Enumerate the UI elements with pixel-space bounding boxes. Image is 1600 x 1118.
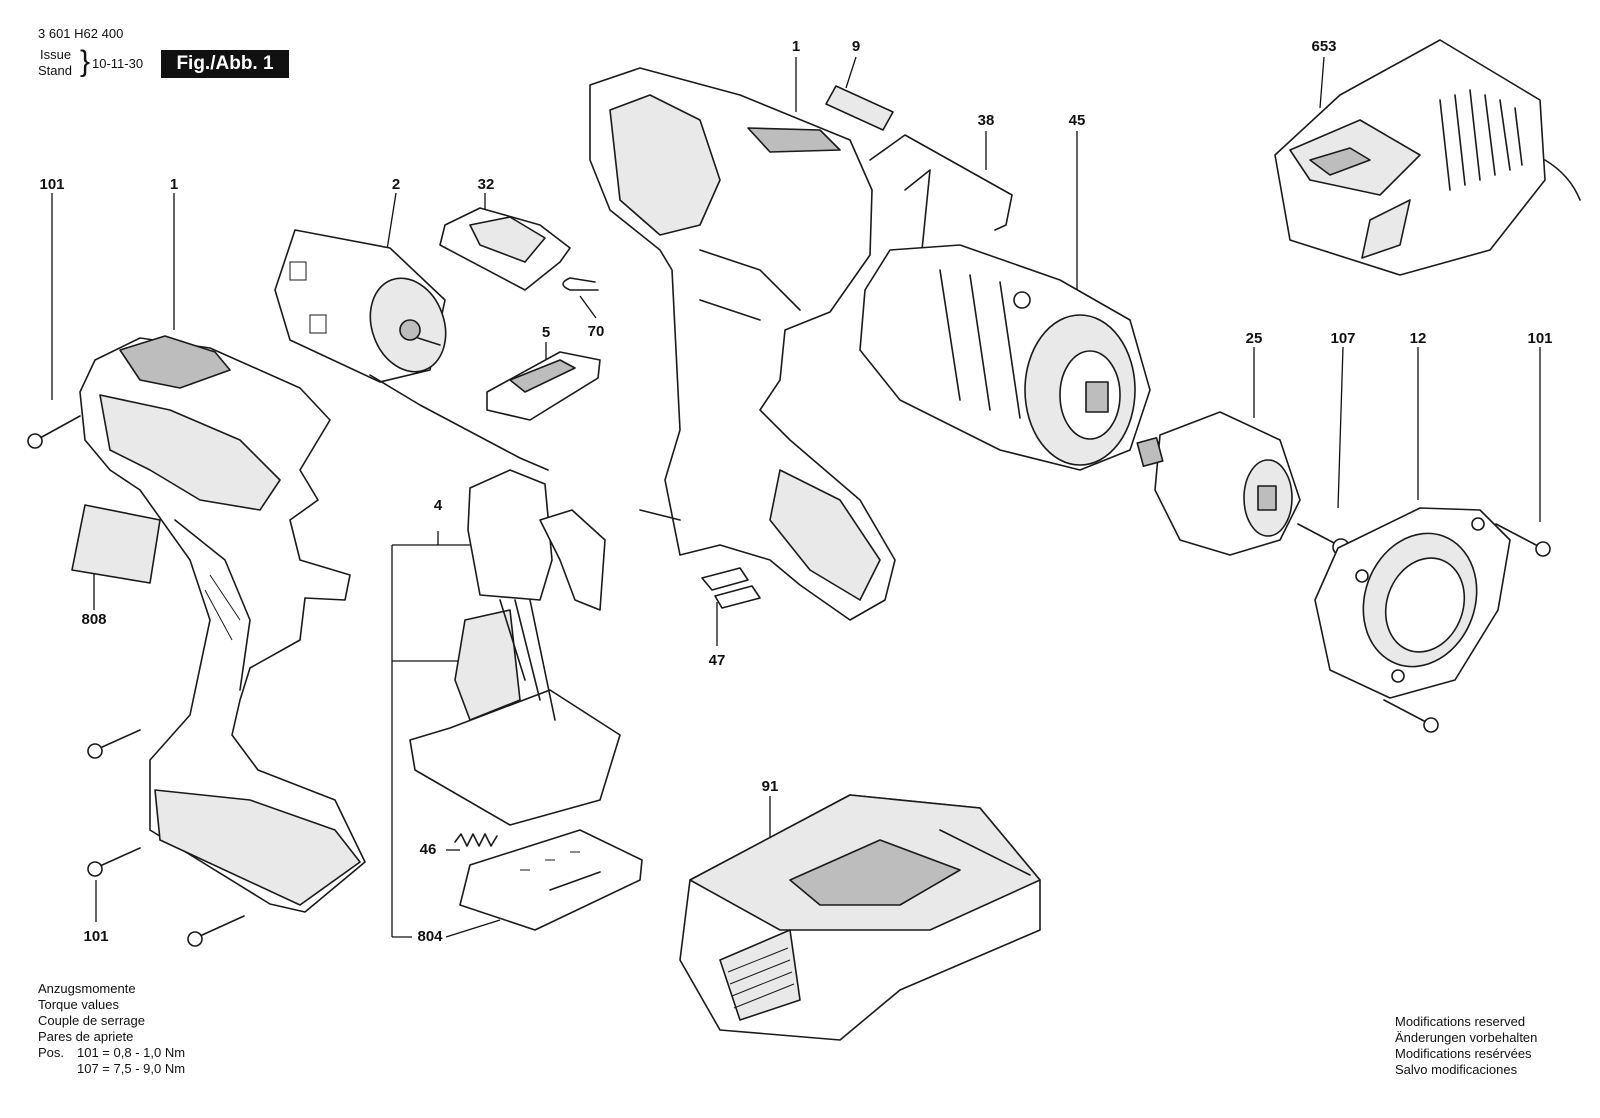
switch-cover-32 [439, 207, 571, 291]
callout-32: 32 [477, 176, 495, 193]
callout-91: 91 [761, 778, 779, 795]
label-9 [825, 85, 894, 131]
spring-clip-38 [869, 134, 1013, 231]
callout-46: 46 [419, 841, 437, 858]
spring-46 [454, 833, 498, 847]
battery-pack-91 [679, 794, 1041, 1041]
screw-101-right-bottom [1383, 699, 1439, 733]
note-fr: Modifications resérvées [1395, 1046, 1532, 1061]
callout-107: 107 [1330, 330, 1356, 347]
callout-12: 12 [1409, 330, 1427, 347]
chuck-25 [1136, 411, 1301, 556]
housing-half-left [79, 335, 366, 913]
battery-plate-804 [459, 829, 643, 931]
issue-label: Issue [40, 47, 72, 62]
clip-70 [562, 277, 599, 291]
callout-804: 804 [417, 928, 443, 945]
torque-row-101: 101 = 0,8 - 1,0 Nm [77, 1045, 186, 1060]
callout-4: 4 [433, 497, 443, 514]
stand-label: Stand [38, 63, 72, 78]
callout-1-top: 1 [791, 38, 801, 55]
screw-101-bottom-left [87, 847, 141, 877]
callout-653: 653 [1311, 38, 1337, 55]
callout-1-left: 1 [169, 176, 179, 193]
callout-5: 5 [541, 324, 551, 341]
callout-45: 45 [1068, 112, 1086, 129]
part-number: 3 601 H62 400 [38, 26, 124, 41]
screw-101-top-left [27, 415, 81, 449]
gearbox-45 [859, 244, 1151, 471]
issue-date: 10-11-30 [92, 56, 144, 71]
callout-2: 2 [391, 176, 401, 193]
pads-47 [701, 567, 761, 609]
motor-2 [274, 229, 549, 471]
ring-12 [1314, 507, 1511, 699]
housing-half-right [589, 67, 896, 621]
callout-101-right: 101 [1527, 330, 1553, 347]
callout-808: 808 [81, 611, 107, 628]
callout-70: 70 [587, 323, 605, 340]
screw-101-mid-left [87, 729, 141, 759]
note-en: Modifications reserved [1395, 1014, 1526, 1029]
brace-icon: } [80, 45, 91, 78]
screw-101-right-top [1495, 523, 1551, 557]
screw-101-bottom [187, 915, 245, 947]
torque-heading-de: Anzugsmomente [38, 981, 136, 996]
torque-row-107: 107 = 7,5 - 9,0 Nm [77, 1061, 186, 1076]
spring-clip-38-leg [904, 169, 931, 251]
torque-heading-fr: Couple de serrage [38, 1013, 145, 1028]
callout-9: 9 [851, 38, 861, 55]
torque-heading-en: Torque values [38, 997, 119, 1012]
callout-101-bottom-left: 101 [83, 928, 109, 945]
figure-label: Fig./Abb. 1 [161, 50, 289, 78]
torque-pos-label: Pos. [38, 1045, 65, 1060]
note-es: Salvo modificaciones [1395, 1062, 1518, 1077]
callout-25: 25 [1245, 330, 1263, 347]
callout-38: 38 [977, 112, 995, 129]
callout-47: 47 [708, 652, 726, 669]
leader-lines [51, 56, 1541, 938]
callout-101-top-left: 101 [39, 176, 65, 193]
charger-653 [1274, 39, 1581, 276]
note-de: Änderungen vorbehalten [1395, 1030, 1538, 1045]
switch-assembly-4 [409, 469, 621, 826]
slide-switch-5 [486, 351, 601, 421]
label-808 [71, 504, 161, 584]
torque-heading-es: Pares de apriete [38, 1029, 134, 1044]
